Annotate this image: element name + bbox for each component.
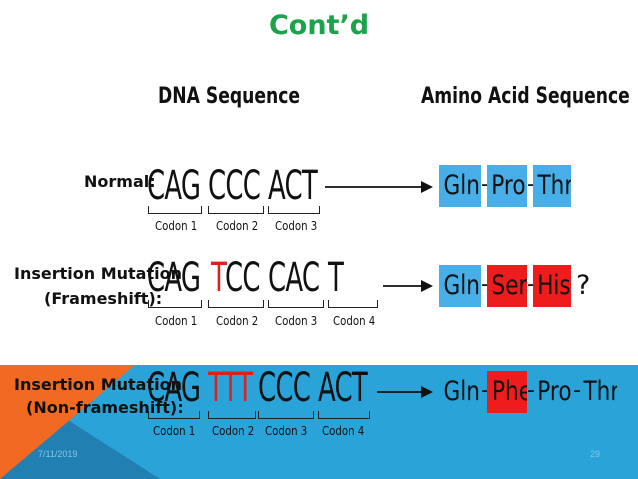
nonframeshift-amino-acid-4: Thr — [579, 371, 617, 413]
nonframeshift-dash-2: - — [527, 378, 535, 403]
frameshift-codon-4-bracket — [328, 300, 378, 308]
nonframeshift-dash-3: - — [573, 378, 581, 403]
nonframeshift-codon-1: CAG — [147, 365, 201, 411]
nonframeshift-codon-4-bracket — [318, 411, 370, 419]
normal-amino-acid-1: Gln — [439, 165, 481, 207]
frameshift-dash-2: - — [527, 272, 535, 297]
right-arrow-icon — [325, 181, 433, 193]
nonframeshift-amino-acid-3-text: Pro — [537, 376, 571, 407]
slide-page-number: 29 — [590, 449, 601, 459]
normal-codon-1-label: Codon 1 — [155, 219, 198, 233]
normal-codon-1-bracket — [148, 206, 202, 214]
nonframeshift-amino-acid-2-text: Phe — [492, 376, 527, 407]
frameshift-codon-3: CAC — [268, 255, 320, 301]
frameshift-codon-1-bracket — [148, 300, 202, 308]
nonframeshift-amino-acid-4-text: Thr — [583, 376, 617, 407]
frameshift-codon-4: T — [328, 255, 344, 301]
normal-codon-2: CCC — [208, 163, 261, 209]
normal-amino-acid-3-text: Thr — [537, 170, 571, 201]
frameshift-codon-3-label: Codon 3 — [275, 314, 318, 328]
frameshift-amino-acid-1: Gln — [439, 265, 481, 307]
nonframeshift-codon-4: ACT — [318, 365, 368, 411]
dna-sequence-heading: DNA Sequence — [158, 84, 301, 109]
normal-amino-acid-2-text: Pro — [491, 170, 526, 201]
nonframeshift-codon-2-label: Codon 2 — [212, 424, 255, 438]
nonframeshift-amino-acid-3: Pro — [533, 371, 571, 413]
normal-amino-acid-1-text: Gln — [443, 170, 480, 201]
nonframeshift-amino-acid-1-text: Gln — [443, 376, 480, 407]
nonframeshift-codon-3-label: Codon 3 — [265, 424, 308, 438]
frameshift-codon-1: CAG — [147, 255, 201, 301]
slide-title: Cont’d — [268, 10, 370, 41]
amino-acid-sequence-heading: Amino Acid Sequence — [421, 84, 630, 109]
normal-dash-1: - — [481, 172, 489, 197]
nonframeshift-amino-acid-1: Gln — [439, 371, 481, 413]
nonframeshift-codon-1-label: Codon 1 — [153, 424, 196, 438]
normal-dash-2: - — [527, 172, 535, 197]
right-arrow-icon — [377, 386, 433, 398]
nonframeshift-amino-acid-2-mutated: Phe — [487, 371, 527, 413]
nonframeshift-inserted-codon: TTT — [208, 365, 253, 411]
normal-codon-3-label: Codon 3 — [275, 219, 318, 233]
normal-row-label: Normal: — [84, 172, 156, 191]
nonframeshift-codon-2-bracket — [208, 411, 256, 419]
normal-codon-2-bracket — [208, 206, 264, 214]
frameshift-codon-2-bracket — [208, 300, 264, 308]
frameshift-amino-acid-2-text: Ser — [491, 270, 527, 301]
nonframeshift-codon-3-bracket — [258, 411, 314, 419]
frameshift-amino-acid-3-mutated: His — [533, 265, 571, 307]
frameshift-codon-1-label: Codon 1 — [155, 314, 198, 328]
frameshift-amino-acid-3-text: His — [537, 270, 571, 301]
normal-codon-3-bracket — [268, 206, 320, 214]
frameshift-row-label-line1: Insertion Mutation — [14, 264, 182, 283]
right-arrow-icon — [383, 280, 433, 292]
nonframeshift-dash-1: - — [481, 378, 489, 403]
normal-codon-3: ACT — [268, 163, 318, 209]
frameshift-codon-4-label: Codon 4 — [333, 314, 376, 328]
normal-codon-2-label: Codon 2 — [216, 219, 259, 233]
normal-codon-1: CAG — [147, 163, 201, 209]
nonframeshift-codon-4-label: Codon 4 — [322, 424, 365, 438]
frameshift-codon-3-bracket — [268, 300, 324, 308]
frameshift-unknown-mark: ? — [576, 270, 591, 301]
frameshift-row-label-line2: (Frameshift): — [44, 289, 163, 308]
normal-amino-acid-2: Pro — [487, 165, 527, 207]
frameshift-amino-acid-2-mutated: Ser — [487, 265, 527, 307]
nonframeshift-codon-3: CCC — [258, 365, 311, 411]
frameshift-inserted-base: T — [211, 255, 227, 301]
nonframeshift-row-label-line1: Insertion Mutation — [14, 375, 182, 394]
nonframeshift-row-label-line2: (Non-frameshift): — [26, 398, 184, 417]
frameshift-amino-acid-1-text: Gln — [443, 270, 480, 301]
nonframeshift-codon-1-bracket — [148, 411, 200, 419]
frameshift-dash-1: - — [481, 272, 489, 297]
frameshift-codon-2-rest: CC — [225, 255, 260, 301]
slide-date: 7/11/2019 — [38, 449, 78, 459]
normal-amino-acid-3: Thr — [533, 165, 571, 207]
frameshift-codon-2-label: Codon 2 — [216, 314, 259, 328]
